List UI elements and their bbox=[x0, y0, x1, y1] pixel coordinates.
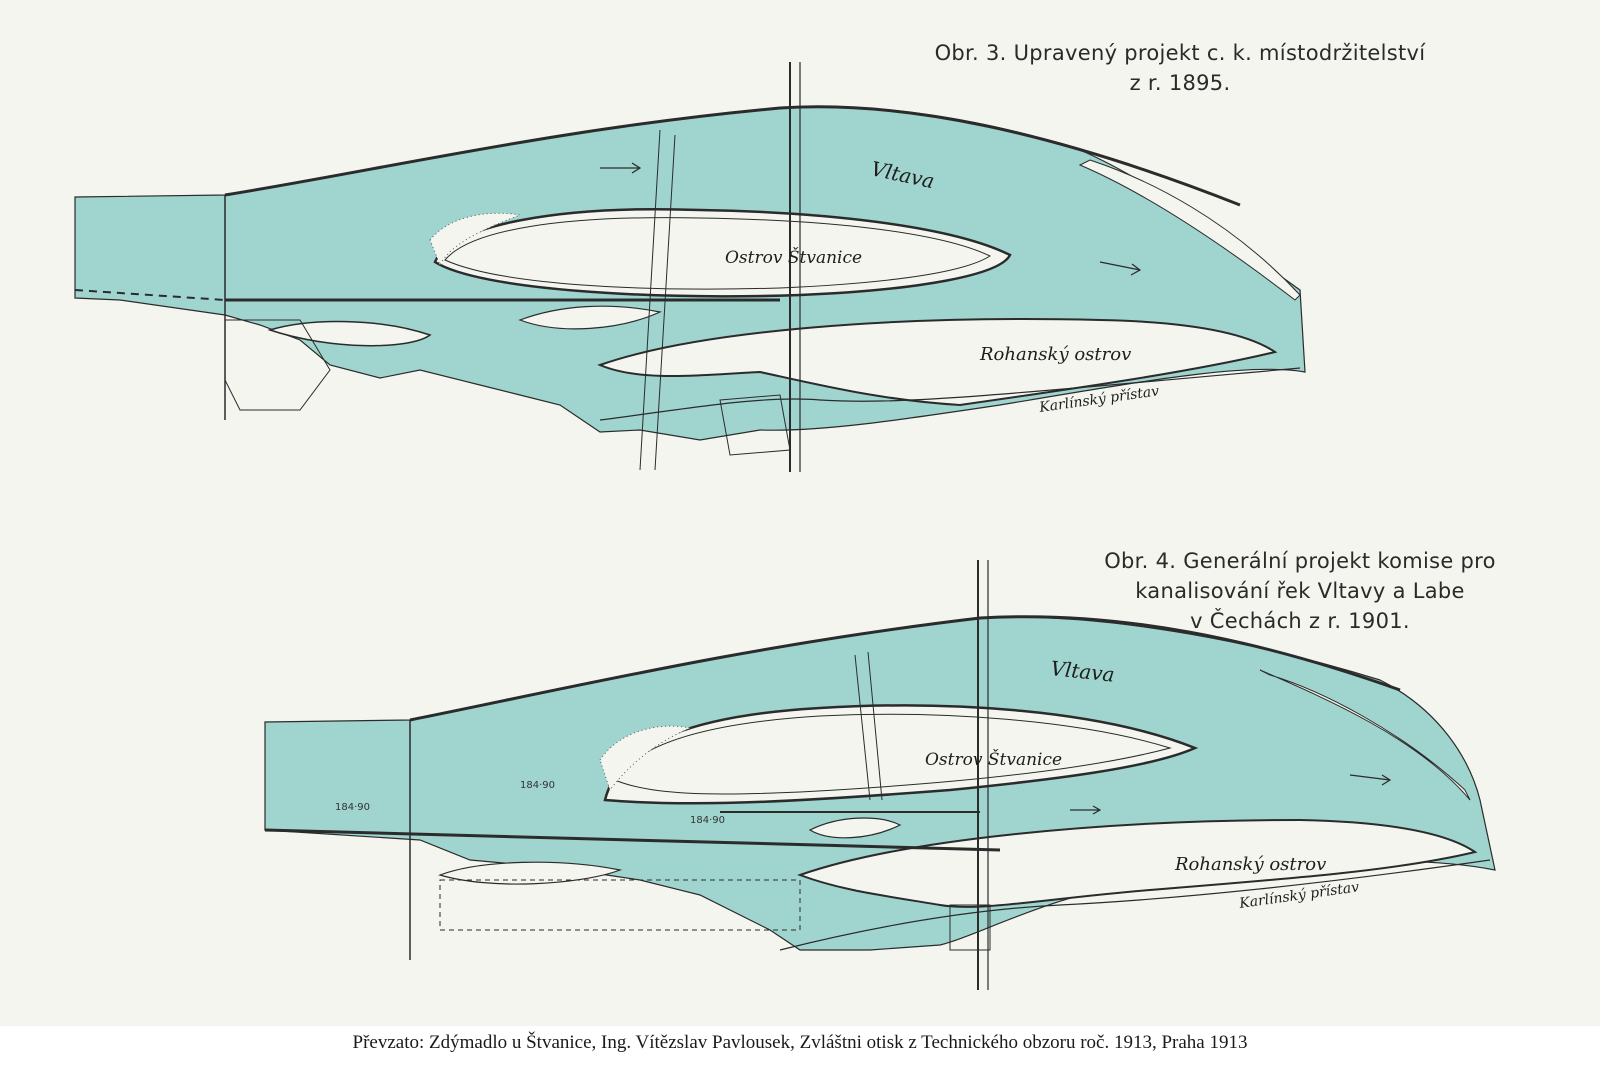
figure-4-title-line1: Obr. 4. Generální projekt komise pro bbox=[1104, 549, 1496, 573]
figure-3-label-rohansky: Rohanský ostrov bbox=[979, 344, 1131, 365]
figure-4-small-island bbox=[438, 861, 623, 885]
figure-4-flow-arrow-icon bbox=[1349, 774, 1392, 786]
figure-4-title-line2: kanalisování řek Vltavy a Labe bbox=[1135, 579, 1465, 603]
figure-4-road bbox=[854, 651, 883, 801]
figure-3-map: Vltava Ostrov Štvanice Rohanský ostrov K… bbox=[74, 62, 1306, 472]
figure-3-sand-west bbox=[429, 212, 522, 267]
figure-3-harbor-channel bbox=[599, 367, 1301, 421]
figure-4-small-island-2 bbox=[808, 817, 902, 839]
figure-4-island-inner bbox=[614, 713, 1172, 795]
figure-4-label-harbor: Karlínský přístav bbox=[1237, 878, 1360, 912]
figure-3-title-line1: Obr. 3. Upravený projekt c. k. místodrži… bbox=[934, 41, 1426, 65]
figure-3-flow-arrow-icon-2 bbox=[1099, 261, 1142, 276]
figure-3-title-line2: z r. 1895. bbox=[1129, 71, 1231, 95]
figure-4-island-rohansky bbox=[797, 818, 1478, 908]
figure-3-town-block bbox=[224, 319, 331, 411]
source-caption: Převzato: Zdýmadlo u Štvanice, Ing. Vítě… bbox=[352, 1032, 1248, 1053]
figure-3-small-island-2 bbox=[518, 305, 662, 330]
figure-4-north-bank bbox=[409, 615, 1401, 722]
figure-4-island-stvanice bbox=[603, 704, 1199, 805]
figure-4-title-line3: v Čechách z r. 1901. bbox=[1190, 609, 1410, 633]
figure-4-label-stvanice: Ostrov Štvanice bbox=[925, 749, 1062, 770]
figure-3-town-block-2 bbox=[719, 394, 791, 456]
figure-4-elevation-1: 184·90 bbox=[335, 802, 370, 813]
figure-3-small-island bbox=[267, 320, 432, 347]
figure-3-island-stvanice bbox=[433, 207, 1012, 298]
figure-4-sandbank bbox=[1259, 669, 1471, 801]
figure-4-elevation-3: 184·90 bbox=[690, 815, 725, 826]
figure-4-label-rohansky: Rohanský ostrov bbox=[1174, 854, 1326, 875]
figure-3-flow-arrow-icon bbox=[600, 162, 642, 174]
figure-4-weir bbox=[264, 828, 1001, 852]
figure-3-north-bank bbox=[224, 105, 1241, 207]
figure-4-sand-west bbox=[599, 725, 692, 792]
figure-3-island-inner bbox=[444, 217, 992, 290]
figure-4-title: Obr. 4. Generální projekt komise pro kan… bbox=[1080, 546, 1520, 636]
figure-3-sandbank bbox=[1078, 159, 1301, 301]
figure-3-title: Obr. 3. Upravený projekt c. k. místodrži… bbox=[900, 38, 1460, 98]
figure-3-island-rohansky bbox=[597, 318, 1278, 407]
figure-4-elevation-2: 184·90 bbox=[520, 780, 555, 791]
figure-4-flow-arrow-icon-2 bbox=[1070, 805, 1102, 815]
figure-4-town-block-2 bbox=[949, 904, 991, 951]
figure-3-label-stvanice: Ostrov Štvanice bbox=[725, 247, 862, 268]
figure-4-harbor-channel bbox=[779, 859, 1491, 951]
maps-canvas: Vltava Ostrov Štvanice Rohanský ostrov K… bbox=[74, 62, 1496, 990]
figure-3-dashed-line bbox=[74, 289, 226, 301]
figure-4-map: Vltava Ostrov Štvanice Rohanský ostrov K… bbox=[264, 560, 1496, 990]
figure-4-town-block bbox=[439, 879, 801, 931]
